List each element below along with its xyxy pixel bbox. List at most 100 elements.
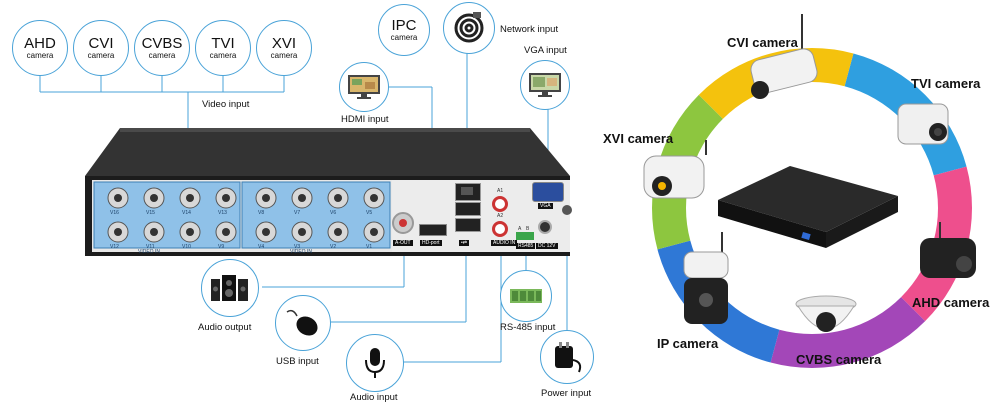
- bnc-pin: [298, 228, 306, 236]
- lan-port: [455, 183, 481, 201]
- source-sub: camera: [87, 50, 115, 60]
- vga-monitor-icon: [520, 60, 570, 110]
- bnc-number: V5: [366, 210, 372, 216]
- video-in-label-left: VIDEO IN: [138, 249, 160, 255]
- cvbs-camera-source: CVBS camera: [134, 20, 190, 76]
- bnc-number: V10: [182, 244, 191, 250]
- camera-compatibility-ring: [643, 14, 976, 368]
- bnc-number: V7: [294, 210, 300, 216]
- xvi-camera-icon: [643, 140, 707, 199]
- bnc-pin: [186, 194, 194, 202]
- hdmi-input-label: HDMI input: [341, 114, 389, 125]
- source-name: CVI: [88, 34, 114, 52]
- usb-label: •⇄: [459, 240, 469, 246]
- source-name: XVI: [271, 34, 297, 52]
- bnc-number: V1: [366, 244, 372, 250]
- cvi-camera-icon: [750, 14, 818, 99]
- bnc-pin: [370, 194, 378, 202]
- speaker-icon: [201, 259, 259, 317]
- cvi-camera-source: CVI camera: [73, 20, 129, 76]
- a-out-jack: [392, 212, 414, 234]
- bnc-number: V4: [258, 244, 264, 250]
- a2-label: A2: [497, 213, 504, 219]
- bnc-number: V3: [294, 244, 300, 250]
- cvbs-camera-label: CVBS camera: [796, 352, 882, 367]
- usb-input-label: USB input: [276, 356, 319, 367]
- usb-port-1: [455, 202, 481, 216]
- cvi-camera-label: CVI camera: [727, 35, 798, 50]
- power-adapter-icon: [540, 330, 594, 384]
- a-out-label: A-OUT: [393, 240, 413, 246]
- ip-camera-icon: [683, 232, 729, 324]
- bnc-pin: [222, 228, 230, 236]
- source-sub: camera: [390, 32, 418, 42]
- bnc-pin: [150, 194, 158, 202]
- audio-in-a1-jack: [492, 196, 508, 212]
- b-terminal-label: B: [526, 226, 530, 232]
- source-sub: camera: [209, 50, 237, 60]
- ring-segment: [770, 297, 926, 368]
- ahd-camera-icon: [920, 222, 976, 278]
- bnc-pin: [150, 228, 158, 236]
- ahd-camera-label: AHD camera: [912, 295, 990, 310]
- video-input-label: Video input: [202, 99, 250, 110]
- rs485-terminal: [516, 232, 534, 240]
- source-name: CVBS: [141, 34, 183, 52]
- source-sub: camera: [270, 50, 298, 60]
- vga-port: [532, 182, 564, 202]
- ahd-camera-source: AHD camera: [12, 20, 68, 76]
- bnc-pin: [370, 228, 378, 236]
- video-in-label-right: VIDEO IN: [290, 249, 312, 255]
- source-name: TVI: [211, 34, 235, 52]
- power-input-label: Power input: [541, 388, 592, 399]
- bnc-number: V11: [146, 244, 155, 250]
- bnc-number: V15: [146, 210, 155, 216]
- xvi-camera-label: XVI camera: [603, 131, 674, 146]
- network-input-label: Network input: [500, 24, 559, 35]
- hdmi-port: [419, 224, 447, 236]
- source-sub: camera: [148, 50, 176, 60]
- dvr-box-icon: [718, 166, 898, 248]
- vga-input-label: VGA input: [524, 45, 567, 56]
- ipc-camera-source: IPC camera: [378, 4, 430, 56]
- bnc-pin: [334, 228, 342, 236]
- tvi-camera-label: TVI camera: [911, 76, 981, 91]
- hd-port-label: HD-port: [420, 240, 442, 246]
- tvi-camera-icon: [897, 103, 949, 145]
- audio-in-a2-jack: [492, 221, 508, 237]
- tvi-camera-source: TVI camera: [195, 20, 251, 76]
- rs485-label: RS485: [516, 243, 536, 249]
- a1-label: A1: [497, 188, 504, 194]
- bnc-number: V16: [110, 210, 119, 216]
- bnc-number: V12: [110, 244, 119, 250]
- dc12v-label: DC 12V: [536, 243, 558, 249]
- a-terminal-label: A: [518, 226, 522, 232]
- usb-port-2: [455, 218, 481, 232]
- microphone-icon: [346, 334, 404, 392]
- bnc-number: V14: [182, 210, 191, 216]
- source-sub: camera: [26, 50, 54, 60]
- xvi-camera-source: XVI camera: [256, 20, 312, 76]
- source-name: IPC: [391, 16, 417, 34]
- bnc-pin: [222, 194, 230, 202]
- cvbs-camera-icon: [795, 295, 857, 332]
- dc-power-jack: [538, 220, 552, 234]
- hdmi-monitor-icon: [339, 62, 389, 112]
- bnc-pin: [114, 228, 122, 236]
- bnc-pin: [114, 194, 122, 202]
- bnc-pin: [186, 228, 194, 236]
- audio-in-label: AUDIO IN: [491, 240, 518, 246]
- bnc-pin: [334, 194, 342, 202]
- network-cable-icon: [443, 2, 495, 54]
- rs485-module-icon: [500, 270, 552, 322]
- audio-input-label: Audio input: [350, 392, 398, 403]
- ground-screw: [562, 205, 572, 215]
- bnc-pin: [262, 228, 270, 236]
- ip-camera-label: IP camera: [657, 336, 719, 351]
- rs485-input-label: RS-485 input: [500, 322, 556, 333]
- bnc-number: V8: [258, 210, 264, 216]
- bnc-number: V13: [218, 210, 227, 216]
- bnc-pin: [262, 194, 270, 202]
- mouse-icon: [275, 295, 331, 351]
